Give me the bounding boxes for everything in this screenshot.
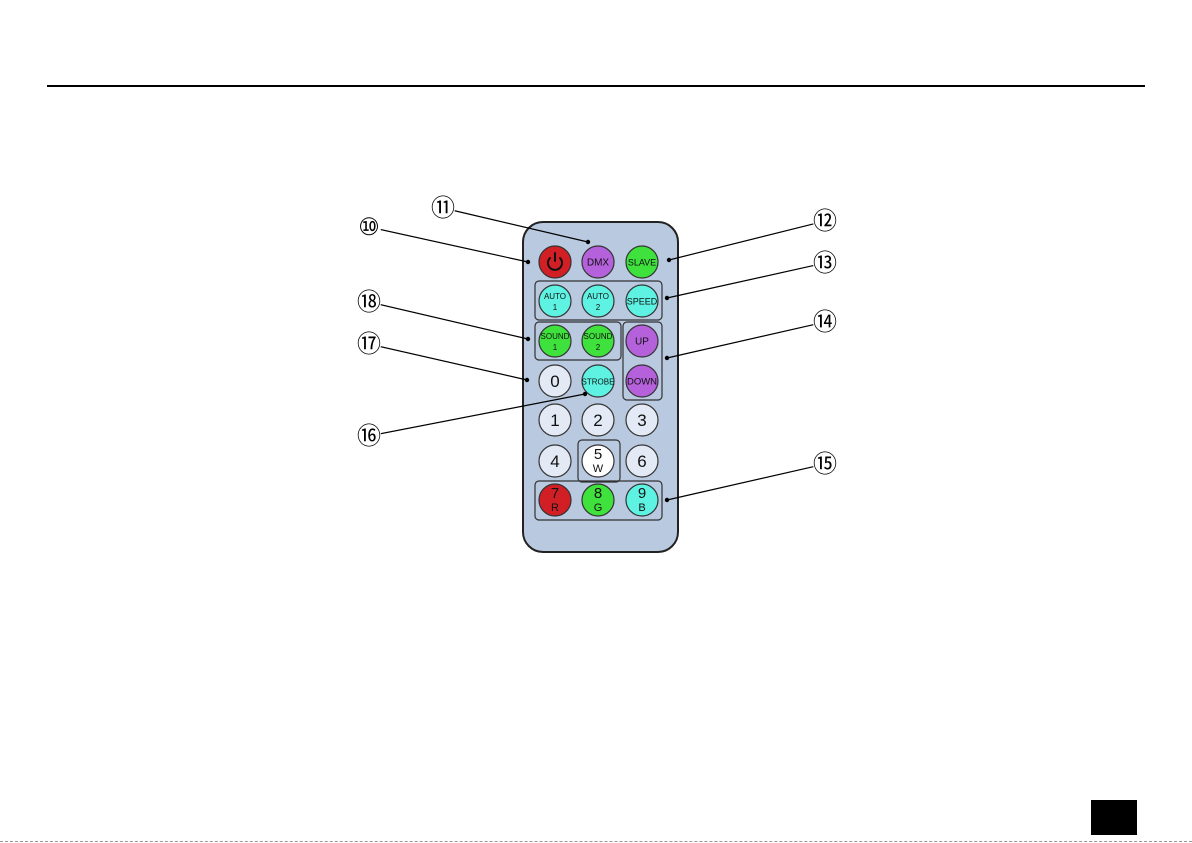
seven-label: 7 bbox=[551, 485, 559, 502]
callout-number: ⑫ bbox=[813, 208, 837, 235]
nine-button[interactable]: 9B bbox=[626, 484, 658, 516]
sound2-sublabel: 2 bbox=[596, 343, 601, 352]
callout-number: ⑪ bbox=[431, 195, 455, 222]
callout-17: ⑰ bbox=[357, 331, 529, 382]
leader-dot bbox=[665, 498, 669, 502]
leader-line bbox=[381, 305, 528, 339]
leader-dot bbox=[667, 258, 671, 262]
eight-sublabel: G bbox=[594, 502, 603, 514]
eight-button[interactable]: 8G bbox=[582, 484, 614, 516]
dmx-label: DMX bbox=[587, 258, 610, 269]
five-label: 5 bbox=[594, 446, 602, 463]
six-button[interactable]: 6 bbox=[626, 445, 658, 477]
leader-line bbox=[381, 347, 527, 380]
sound2-button-face bbox=[582, 325, 614, 357]
four-button[interactable]: 4 bbox=[539, 445, 571, 477]
sound1-button-face bbox=[539, 325, 571, 357]
callout-14: ⑭ bbox=[665, 309, 837, 360]
four-label: 4 bbox=[550, 452, 559, 471]
leader-dot bbox=[525, 378, 529, 382]
six-label: 6 bbox=[637, 452, 646, 471]
callout-number: ⑮ bbox=[813, 451, 837, 478]
nine-label: 9 bbox=[638, 485, 646, 502]
up-button[interactable]: UP bbox=[626, 325, 658, 357]
callout-13: ⑬ bbox=[665, 250, 837, 300]
two-label: 2 bbox=[593, 411, 602, 430]
leader-dot bbox=[583, 392, 587, 396]
callout-11: ⑪ bbox=[431, 195, 590, 244]
speed-label: SPEED bbox=[627, 297, 658, 307]
callout-number: ⑭ bbox=[813, 309, 837, 336]
sound1-label: SOUND bbox=[541, 332, 570, 341]
dmx-button[interactable]: DMX bbox=[582, 246, 614, 278]
callout-number: ⑬ bbox=[813, 250, 837, 277]
nine-sublabel: B bbox=[638, 502, 645, 514]
auto1-button-face bbox=[539, 285, 571, 317]
auto1-label: AUTO bbox=[544, 292, 566, 301]
callout-12: ⑫ bbox=[667, 208, 837, 262]
power-button[interactable] bbox=[539, 246, 571, 278]
auto1-sublabel: 1 bbox=[553, 303, 558, 312]
zero-button[interactable]: 0 bbox=[539, 365, 571, 397]
zero-label: 0 bbox=[550, 372, 559, 391]
sound2-button[interactable]: SOUND 2 bbox=[582, 325, 614, 357]
callout-number: ⑯ bbox=[357, 423, 381, 450]
down-button[interactable]: DOWN bbox=[626, 365, 658, 397]
three-label: 3 bbox=[637, 411, 646, 430]
sound1-sublabel: 1 bbox=[553, 343, 558, 352]
up-label: UP bbox=[635, 337, 649, 348]
auto2-sublabel: 2 bbox=[596, 303, 601, 312]
sound2-label: SOUND bbox=[584, 332, 613, 341]
five-button[interactable]: 5W bbox=[582, 445, 614, 477]
strobe-button[interactable]: STROBE bbox=[582, 365, 615, 397]
auto2-button[interactable]: AUTO 2 bbox=[582, 285, 614, 317]
down-label: DOWN bbox=[627, 377, 657, 388]
auto1-button[interactable]: AUTO 1 bbox=[539, 285, 571, 317]
one-button[interactable]: 1 bbox=[539, 404, 571, 436]
leader-dot bbox=[526, 337, 530, 341]
leader-line bbox=[669, 224, 813, 260]
strobe-label: STROBE bbox=[582, 378, 615, 387]
leader-line bbox=[667, 266, 813, 298]
seven-sublabel: R bbox=[551, 502, 559, 514]
one-label: 1 bbox=[550, 411, 559, 430]
leader-dot bbox=[586, 240, 590, 244]
leader-dot bbox=[665, 296, 669, 300]
leader-line bbox=[667, 325, 813, 358]
slave-button[interactable]: SLAVE bbox=[626, 246, 658, 278]
callout-15: ⑮ bbox=[665, 451, 837, 502]
leader-dot bbox=[526, 260, 530, 264]
callout-number: ⑰ bbox=[357, 331, 381, 358]
speed-button[interactable]: SPEED bbox=[626, 285, 658, 317]
auto2-label: AUTO bbox=[587, 292, 609, 301]
eight-label: 8 bbox=[594, 485, 602, 502]
leader-line bbox=[667, 467, 813, 500]
seven-button[interactable]: 7R bbox=[539, 484, 571, 516]
callout-18: ⑱ bbox=[357, 289, 530, 341]
callout-number: ⑱ bbox=[357, 289, 381, 316]
auto2-button-face bbox=[582, 285, 614, 317]
two-button[interactable]: 2 bbox=[582, 404, 614, 436]
five-sublabel: W bbox=[593, 463, 604, 475]
callout-number: ⑩ bbox=[358, 214, 380, 241]
leader-line bbox=[381, 230, 528, 262]
leader-dot bbox=[665, 356, 669, 360]
three-button[interactable]: 3 bbox=[626, 404, 658, 436]
slave-label: SLAVE bbox=[628, 258, 656, 268]
sound1-button[interactable]: SOUND 1 bbox=[539, 325, 571, 357]
